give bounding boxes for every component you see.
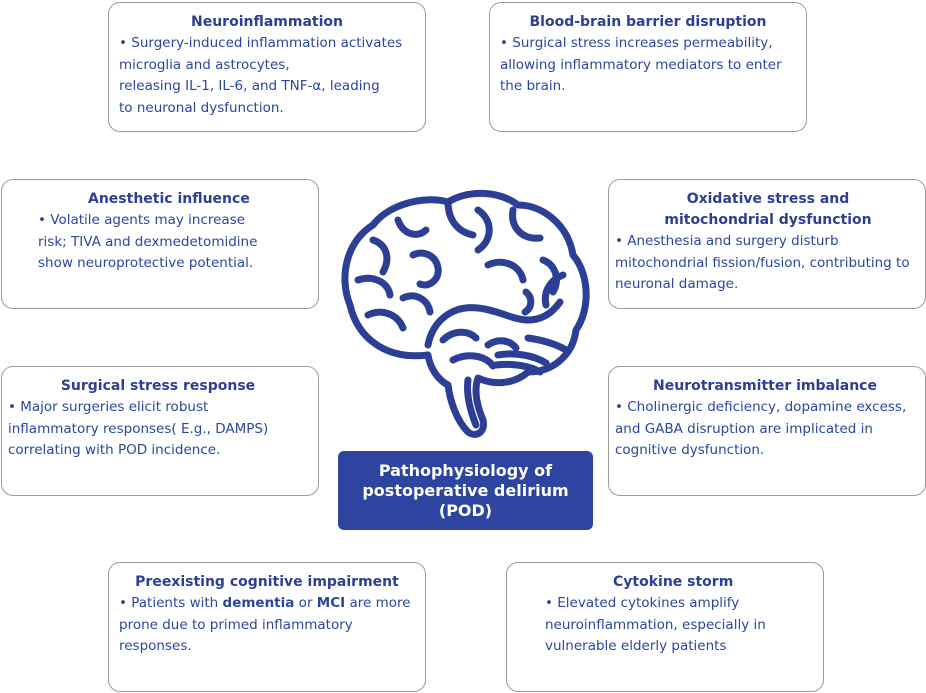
anesthetic-text: • Volatile agents may increase risk; TIV… (38, 212, 258, 271)
neuroinflammation-box: Neuroinflammation • Surgery-induced infl… (108, 2, 426, 132)
neuroinflammation-title: Neuroinflammation (191, 14, 343, 30)
preexisting-bold-dementia: dementia (222, 595, 295, 611)
oxidative-title: Oxidative stress and mitochondrial dysfu… (664, 191, 872, 228)
preexisting-text: • Patients with dementia or MCI are more… (119, 593, 415, 658)
preexisting-box: Preexisting cognitive impairment • Patie… (108, 562, 426, 692)
preexisting-bold-mci: MCI (316, 595, 346, 611)
cytokine-box: Cytokine storm • Elevated cytokines ampl… (506, 562, 824, 692)
surgical-text: • Major surgeries elicit robust inflamma… (8, 399, 269, 458)
neuroinflammation-text: • Surgery-induced inflammation activates… (119, 35, 403, 116)
neurotransmitter-text: • Cholinergic deficiency, dopamine exces… (615, 399, 907, 458)
preexisting-text-after: are more prone due to primed inflammator… (119, 595, 411, 654)
anesthetic-box: Anesthetic influence • Volatile agents m… (1, 179, 319, 309)
brain-icon (341, 189, 590, 438)
preexisting-text-mid: or (294, 595, 317, 611)
neurotransmitter-box: Neurotransmitter imbalance • Cholinergic… (608, 366, 926, 496)
oxidative-box: Oxidative stress and mitochondrial dysfu… (608, 179, 926, 309)
oxidative-text: • Anesthesia and surgery disturb mitocho… (615, 233, 910, 292)
cytokine-title: Cytokine storm (613, 574, 734, 590)
preexisting-text-before: • Patients with (119, 595, 223, 611)
preexisting-title: Preexisting cognitive impairment (135, 574, 399, 590)
center-title: Pathophysiology of postoperative deliriu… (338, 451, 593, 530)
surgical-box: Surgical stress response • Major surgeri… (1, 366, 319, 496)
cytokine-text: • Elevated cytokines amplify neuroinflam… (545, 595, 766, 654)
bbb-box: Blood-brain barrier disruption • Surgica… (489, 2, 807, 132)
neurotransmitter-title: Neurotransmitter imbalance (653, 378, 877, 394)
anesthetic-title: Anesthetic influence (88, 191, 250, 207)
surgical-title: Surgical stress response (60, 378, 256, 394)
bbb-text: • Surgical stress increases permeability… (500, 35, 782, 94)
bbb-title: Blood-brain barrier disruption (529, 14, 767, 30)
